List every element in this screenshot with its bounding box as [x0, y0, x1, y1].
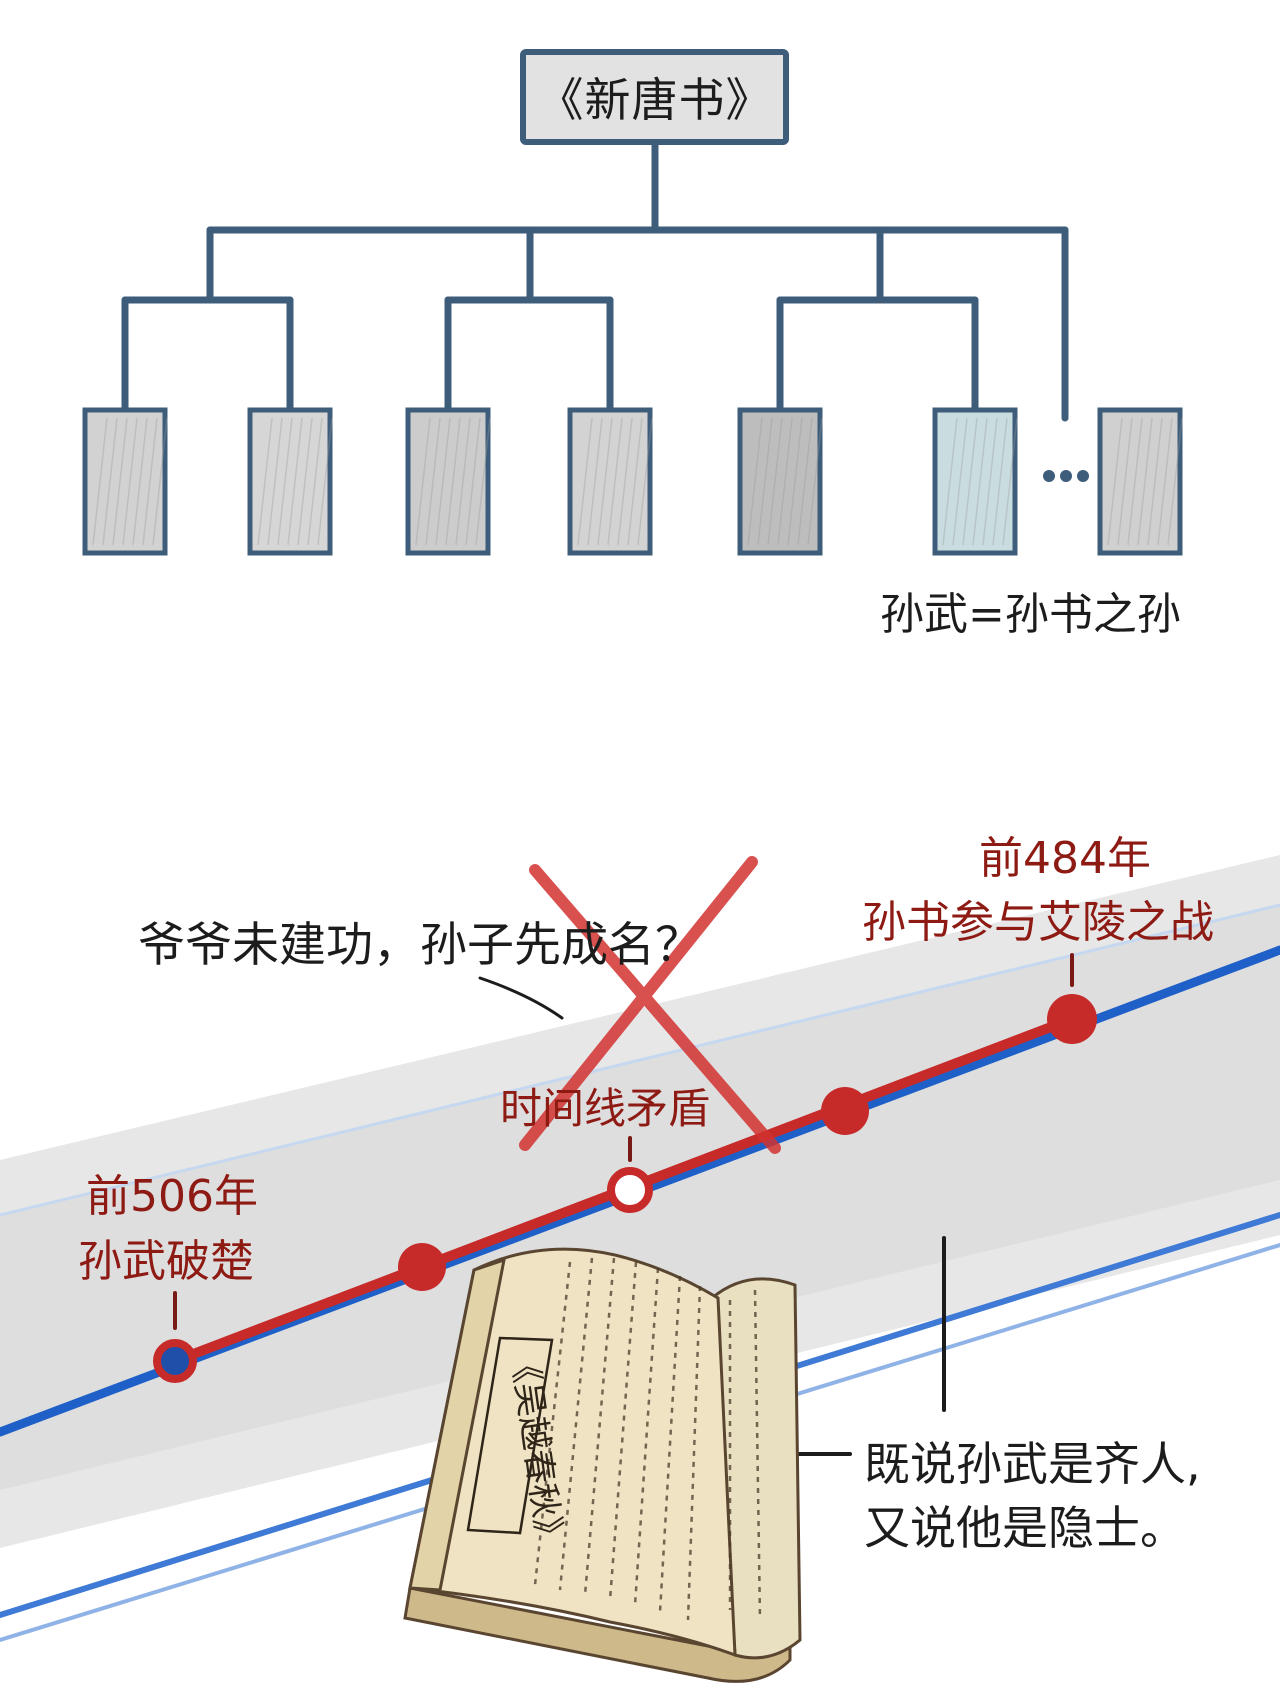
timeline-dot-conflict	[611, 1171, 649, 1209]
event-end-text: 孙书参与艾陵之战	[862, 886, 1214, 950]
hierarchy-tree	[125, 142, 1065, 418]
question-pointer-line	[480, 978, 562, 1018]
conflict-label: 时间线矛盾	[500, 1075, 710, 1136]
event-start-year: 前506年	[86, 1160, 258, 1224]
book-illustration	[405, 1249, 800, 1681]
book-note-line-1: 既说孙武是齐人,	[864, 1428, 1201, 1494]
timeline-dot-4	[821, 1087, 869, 1135]
tree-caption: 孙武=孙书之孙	[880, 578, 1181, 642]
timeline-dot-2	[398, 1243, 446, 1291]
tree-root-label: 《新唐书》	[520, 52, 790, 142]
timeline-dot-506bc	[157, 1343, 193, 1379]
timeline-dot-484bc	[1047, 994, 1097, 1044]
tree-leaf-boxes	[85, 410, 1182, 553]
event-end-year: 前484年	[965, 822, 1165, 886]
tree-ellipsis	[1043, 470, 1089, 482]
timeline-question: 爷爷未建功，孙子先成名？	[138, 906, 702, 975]
book-note-line-2: 又说他是隐士。	[864, 1492, 1186, 1558]
event-start-text: 孙武破楚	[78, 1225, 254, 1289]
